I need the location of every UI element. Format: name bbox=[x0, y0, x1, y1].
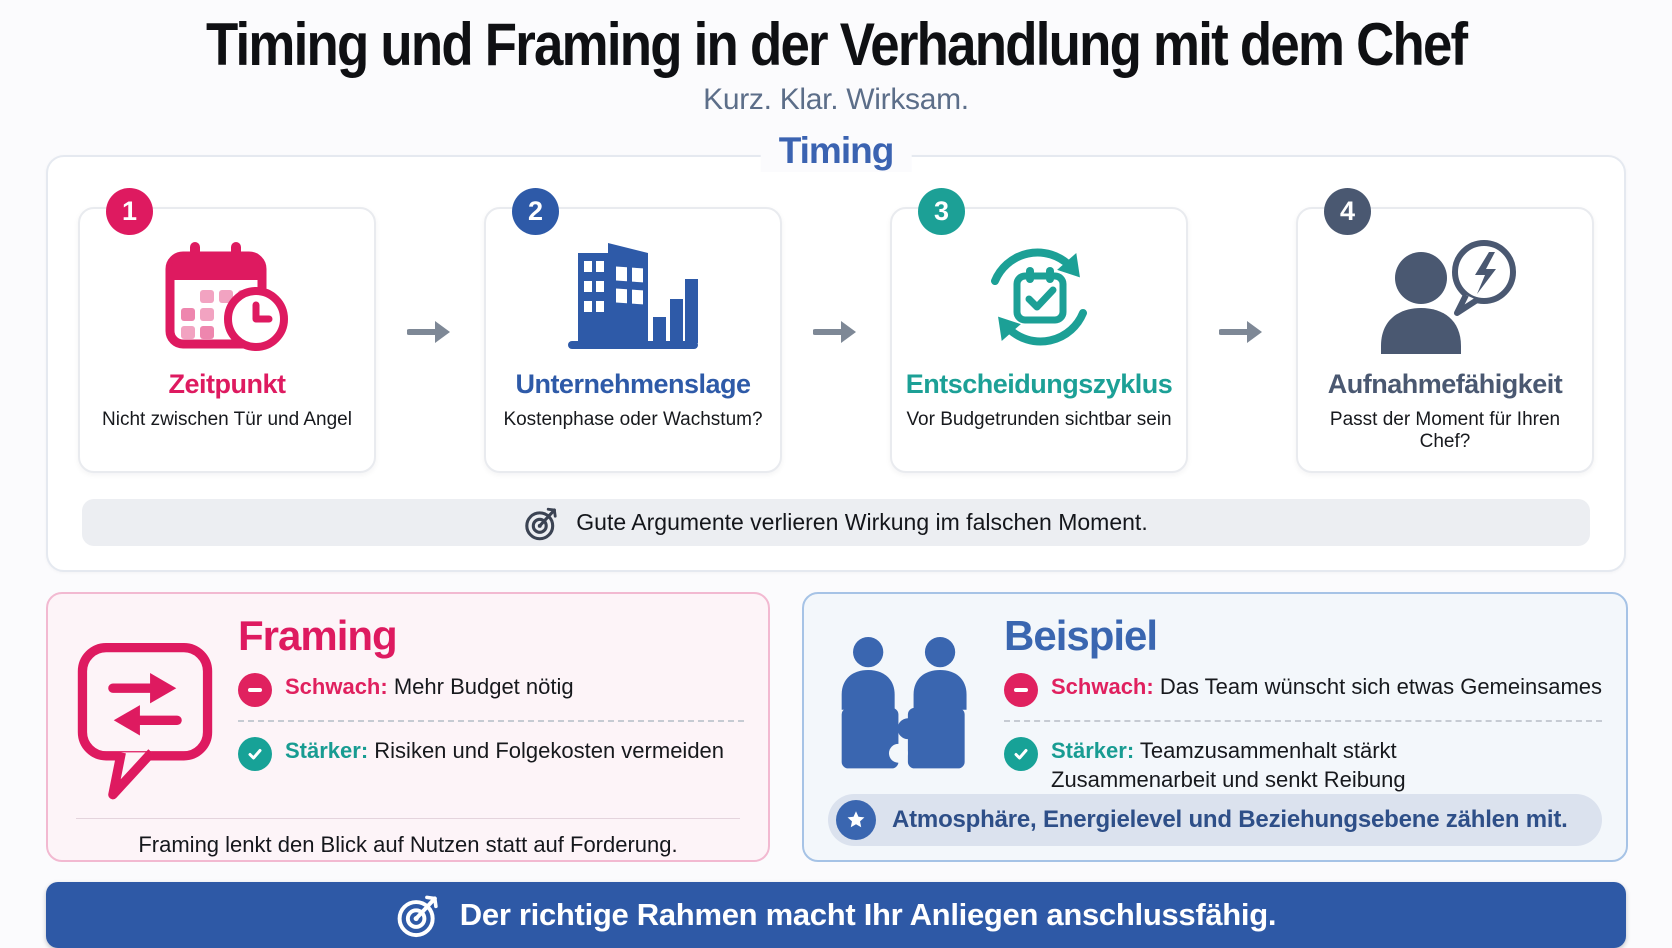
beispiel-weak-row: Schwach: Das Team wünscht sich etwas Gem… bbox=[1004, 672, 1603, 708]
dashed-divider bbox=[238, 720, 744, 723]
beispiel-heading: Beispiel bbox=[1004, 612, 1158, 660]
arrow-right-icon bbox=[1219, 321, 1262, 344]
beispiel-panel: Beispiel Schwach: Das Team wünscht sich … bbox=[802, 592, 1629, 863]
framing-footer-text: Framing lenkt den Blick auf Nutzen statt… bbox=[138, 832, 678, 858]
calendar-clock-icon bbox=[165, 242, 288, 352]
step-title: Aufnahmefähigkeit bbox=[1327, 369, 1563, 400]
check-circle-icon bbox=[1014, 749, 1028, 760]
minus-circle-icon bbox=[1014, 688, 1028, 693]
step-text: Vor Budgetrunden sichtbar sein bbox=[906, 409, 1172, 431]
person-speech-bolt-icon bbox=[1381, 240, 1516, 355]
step-number-badge: 2 bbox=[512, 188, 559, 236]
calendar-cycle-icon bbox=[991, 248, 1087, 346]
framing-weak-row: Schwach: Mehr Budget nötig bbox=[238, 672, 744, 708]
step-card-entscheidungszyklus: 3 Entscheidungszyklus Vor Budgetrunden s… bbox=[890, 188, 1188, 474]
step-title: Zeitpunkt bbox=[168, 369, 287, 400]
step-number-badge: 1 bbox=[106, 188, 153, 236]
step-title: Entscheidungszyklus bbox=[905, 369, 1173, 400]
banner-text: Der richtige Rahmen macht Ihr Anliegen a… bbox=[459, 897, 1277, 933]
star-icon bbox=[847, 811, 865, 828]
timing-section-label: Timing bbox=[760, 130, 912, 173]
framing-heading: Framing bbox=[238, 612, 398, 660]
step-number-badge: 3 bbox=[918, 188, 965, 236]
minus-circle-icon bbox=[248, 688, 262, 693]
step-card-unternehmenslage: 2 Unternehmenslage bbox=[484, 188, 782, 474]
step-card-zeitpunkt: 1 Zeitpunkt N bbox=[78, 188, 376, 474]
step-number-badge: 4 bbox=[1324, 188, 1371, 236]
framing-weak-label: Schwach: bbox=[285, 674, 388, 700]
timing-steps-row: 1 Zeitpunkt N bbox=[78, 188, 1594, 474]
framing-strong-text: Risiken und Folgekosten vermeiden bbox=[374, 738, 725, 764]
bottom-banner: Der richtige Rahmen macht Ihr Anliegen a… bbox=[46, 882, 1626, 948]
step-text: Passt der Moment für Ihren Chef? bbox=[1329, 409, 1561, 453]
beispiel-weak-text: Das Team wünscht sich etwas Gemeinsames bbox=[1159, 674, 1603, 700]
beispiel-note-text: Atmosphäre, Energielevel und Beziehungse… bbox=[892, 806, 1568, 834]
beispiel-weak-label: Schwach: bbox=[1051, 674, 1154, 700]
step-text: Kostenphase oder Wachstum? bbox=[503, 409, 763, 431]
arrow-right-icon bbox=[813, 321, 856, 344]
speech-bubble-arrows-icon bbox=[77, 643, 213, 800]
timing-section: Timing 1 bbox=[46, 130, 1626, 573]
beispiel-strong-row: Stärker: Teamzusammenhalt stärkt Zusamme… bbox=[1004, 736, 1602, 794]
target-arrow-icon bbox=[525, 507, 557, 540]
step-card-aufnahmefaehigkeit: 4 Aufnahmefähigkeit Passt der Moment für… bbox=[1296, 188, 1594, 474]
step-title: Unternehmenslage bbox=[515, 369, 751, 400]
beispiel-strong-label: Stärker: bbox=[1051, 738, 1135, 764]
header: Timing und Framing in der Verhandlung mi… bbox=[0, 0, 1672, 117]
framing-strong-row: Stärker: Risiken und Folgekosten vermeid… bbox=[238, 736, 744, 772]
building-chart-icon bbox=[568, 243, 698, 350]
beispiel-strong-text: Teamzusammenhalt stärkt Zusammenarbeit u… bbox=[1051, 738, 1406, 793]
dashed-divider bbox=[1004, 720, 1603, 723]
framing-beispiel-row: Framing Schwach: Mehr Budget nötig bbox=[46, 592, 1629, 863]
timing-takeaway-bar: Gute Argumente verlieren Wirkung im fals… bbox=[82, 499, 1590, 547]
check-circle-icon bbox=[248, 749, 262, 760]
beispiel-note-bar: Atmosphäre, Energielevel und Beziehungse… bbox=[828, 794, 1603, 847]
timing-takeaway-text: Gute Argumente verlieren Wirkung im fals… bbox=[576, 509, 1148, 536]
step-text: Nicht zwischen Tür und Angel bbox=[102, 409, 352, 431]
page-title: Timing und Framing in der Verhandlung mi… bbox=[205, 11, 1468, 78]
page-subtitle: Kurz. Klar. Wirksam. bbox=[703, 83, 969, 117]
target-arrow-icon bbox=[397, 895, 438, 938]
framing-weak-text: Mehr Budget nötig bbox=[393, 674, 574, 700]
people-puzzle-icon bbox=[841, 637, 967, 769]
framing-panel: Framing Schwach: Mehr Budget nötig bbox=[46, 592, 770, 863]
framing-strong-label: Stärker: bbox=[285, 738, 369, 764]
arrow-right-icon bbox=[407, 321, 450, 344]
